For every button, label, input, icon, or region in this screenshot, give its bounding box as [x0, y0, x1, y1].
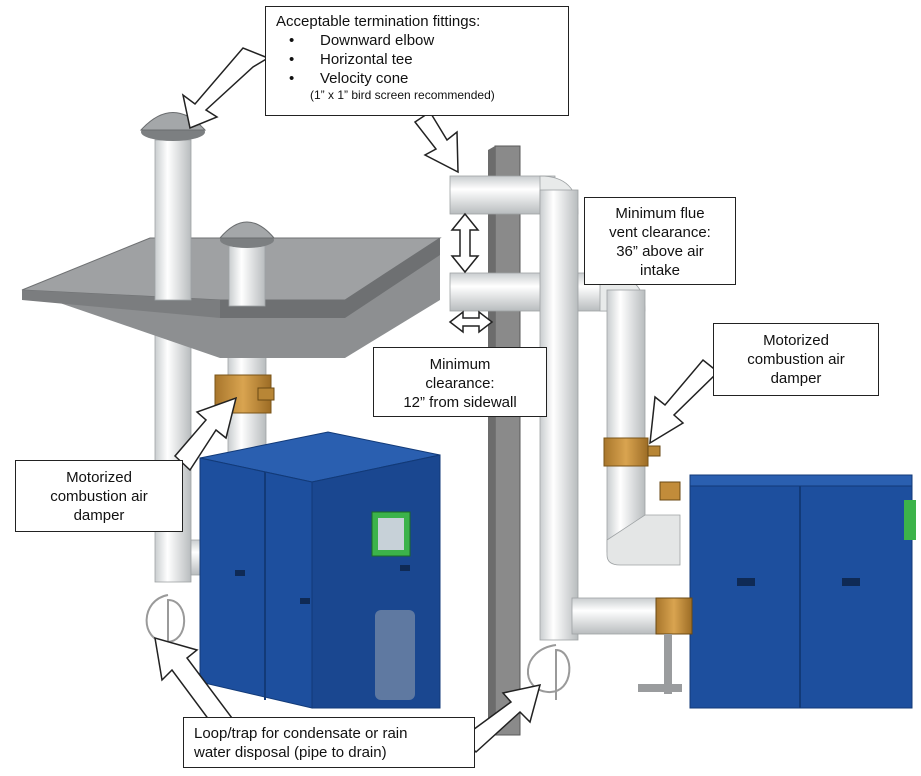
callout-line: combustion air: [747, 351, 845, 368]
list-item: Downward elbow: [276, 31, 558, 50]
callout-line: Motorized: [66, 469, 132, 486]
left-boiler: [199, 431, 441, 709]
right-condensate-loop: [526, 644, 571, 700]
termination-fittings-callout: Acceptable termination fittings: Downwar…: [265, 6, 569, 116]
right-damper: [603, 437, 661, 467]
vent-cap-icon: [218, 221, 276, 248]
arrow-icon: [649, 358, 720, 445]
arrow-icon: [413, 110, 459, 174]
double-arrow-icon: [450, 212, 480, 274]
sidewall: [488, 145, 521, 738]
roof-vent-stacks: [139, 112, 276, 307]
arrow-icon: [173, 396, 238, 472]
callout-line: Motorized: [763, 332, 829, 349]
arrow-icon: [460, 684, 542, 754]
callout-line: combustion air: [50, 488, 148, 505]
callout-line: Loop/trap for condensate or rain: [194, 725, 408, 742]
double-arrow-icon: [448, 310, 494, 334]
damper-right-callout: Motorized combustion air damper: [713, 323, 879, 396]
sidewall-clearance-callout: Minimum clearance: 12” from sidewall: [373, 347, 547, 417]
termination-fittings-title: Acceptable termination fittings:: [276, 13, 481, 30]
callout-line: vent clearance:: [609, 224, 711, 241]
flue-clearance-callout: Minimum flue vent clearance: 36” above a…: [584, 197, 736, 285]
sidewall-pipes: [449, 175, 681, 641]
loop-trap-callout: Loop/trap for condensate or rain water d…: [183, 717, 475, 768]
callout-line: intake: [639, 262, 681, 279]
damper-left-callout: Motorized combustion air damper: [15, 460, 183, 532]
callout-line: clearance:: [425, 375, 495, 392]
list-item: Horizontal tee: [276, 50, 558, 69]
right-boiler: [638, 474, 916, 709]
callout-line: 12” from sidewall: [403, 394, 517, 411]
termination-fittings-list: Downward elbow Horizontal tee Velocity c…: [276, 31, 558, 88]
callout-line: Minimum: [429, 356, 491, 373]
callout-line: water disposal (pipe to drain): [194, 744, 387, 761]
list-item: Velocity cone: [276, 69, 558, 88]
bird-screen-note: (1” x 1” bird screen recommended): [310, 88, 495, 102]
callout-line: 36” above air: [616, 243, 704, 260]
arrow-icon: [181, 47, 270, 130]
callout-line: damper: [770, 370, 822, 387]
callout-line: Minimum flue: [615, 205, 705, 222]
callout-line: damper: [73, 507, 125, 524]
